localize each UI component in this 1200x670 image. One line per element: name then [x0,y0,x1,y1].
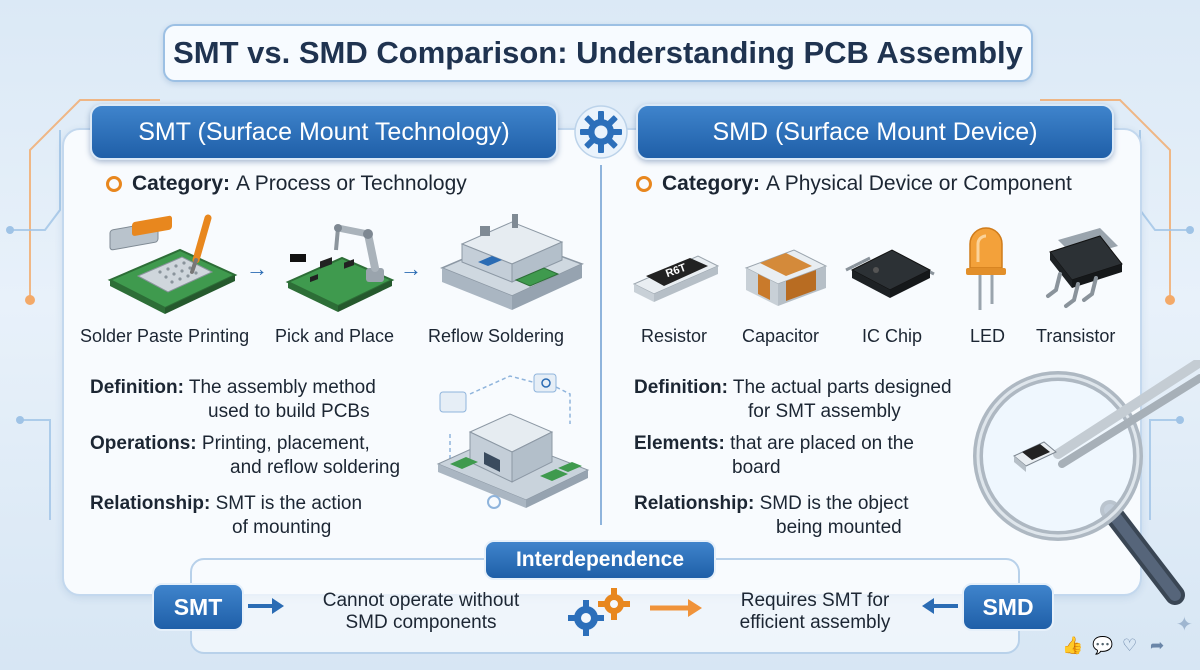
solder-paste-printing-icon [107,214,238,314]
transistor-icon [1046,228,1123,308]
smt-dependency-line2: SMD components [345,612,497,633]
comment-icon[interactable]: 💬 [1092,636,1114,655]
column-divider [600,165,602,525]
smt-relationship: Relationship: SMT is the action of mount… [90,492,430,540]
smd-dependency-line2: efficient assembly [739,612,891,633]
assembly-line-machine-icon [436,373,590,509]
arrow-right-icon: → [246,256,268,281]
thumbs-up-icon[interactable]: 👍 [1062,636,1084,655]
smd-dependency-text: Requires SMT for efficient assembly [700,590,930,634]
smd-header: SMD (Surface Mount Device) [636,104,1114,160]
smd-tag: SMD [962,583,1054,631]
arrow-right-blue-icon [248,598,284,614]
heart-icon[interactable]: ♡ [1122,636,1138,655]
smt-relationship-label: Relationship: [90,493,211,514]
smd-category-label: Category: [662,172,761,195]
smd-relationship: Relationship: SMD is the object being mo… [634,492,974,540]
step-label-solder-paste: Solder Paste Printing [80,326,250,346]
arrow-left-blue-icon [922,598,958,614]
component-label-capacitor: Capacitor [742,326,820,346]
smt-operations: Operations: Printing, placement, and ref… [90,432,430,480]
pick-and-place-icon [285,224,395,312]
smt-definition: Definition: The assembly method used to … [90,376,430,424]
smt-operations-line1: Printing, placement, [201,433,370,454]
smd-definition: Definition: The actual parts designed fo… [634,376,1014,424]
component-label-resistor: Resistor [641,326,708,346]
smt-definition-line1: The assembly method [188,377,376,398]
smd-dependency-line1: Requires SMT for [740,590,890,611]
smt-dependency-line1: Cannot operate without [322,590,520,611]
smd-category-value: A Physical Device or Component [766,172,1072,195]
bullet-circle-icon [106,176,122,192]
smd-elements-line1: that are placed on the [730,433,914,454]
smt-operations-line2: and reflow soldering [230,457,401,478]
led-icon [966,227,1006,310]
resistor-icon: R6T [632,255,720,302]
smd-definition-label: Definition: [634,377,728,398]
arrow-right-orange-icon [650,599,702,617]
smt-relationship-line1: SMT is the action [215,493,363,514]
smd-relationship-line2: being mounted [776,517,902,538]
smt-dependency-text: Cannot operate without SMD components [286,590,556,634]
smt-relationship-line2: of mounting [232,517,332,538]
smd-elements-line2: board [732,457,781,478]
step-label-pick-and-place: Pick and Place [275,326,395,346]
share-icon[interactable]: ➦ [1150,636,1165,655]
component-label-led: LED [970,326,1006,346]
arrow-right-icon: → [400,256,422,281]
smd-elements-label: Elements: [634,433,725,454]
smd-relationship-line1: SMD is the object [759,493,909,514]
step-label-reflow: Reflow Soldering [428,326,565,346]
gear-icon [574,105,628,159]
smt-category-value: A Process or Technology [236,172,467,195]
smd-definition-line2: for SMT assembly [748,401,901,422]
interdependence-label: Interdependence [484,540,716,580]
capacitor-icon [744,249,828,306]
smd-definition-line1: The actual parts designed [732,377,952,398]
component-label-transistor: Transistor [1036,326,1116,346]
smt-operations-label: Operations: [90,433,197,454]
smt-definition-label: Definition: [90,377,184,398]
smt-header: SMT (Surface Mount Technology) [90,104,558,160]
page-title: SMT vs. SMD Comparison: Understanding PC… [163,24,1033,82]
smt-tag: SMT [152,583,244,631]
smd-relationship-label: Relationship: [634,493,755,514]
component-label-ic-chip: IC Chip [862,326,923,346]
gears-icon [568,588,630,636]
magnifier-tweezers-icon [973,360,1200,605]
smt-definition-line2: used to build PCBs [208,401,370,422]
ic-chip-icon [845,249,935,298]
smt-category: Category: A Process or Technology [106,172,467,196]
bullet-circle-icon [636,176,652,192]
smd-category: Category: A Physical Device or Component [636,172,1072,196]
comparison-panel [62,128,1142,596]
smd-elements: Elements: that are placed on the board [634,432,974,480]
sparkle-icon: ✦ [1176,614,1193,636]
reflow-soldering-icon [440,214,584,310]
smt-category-label: Category: [132,172,231,195]
